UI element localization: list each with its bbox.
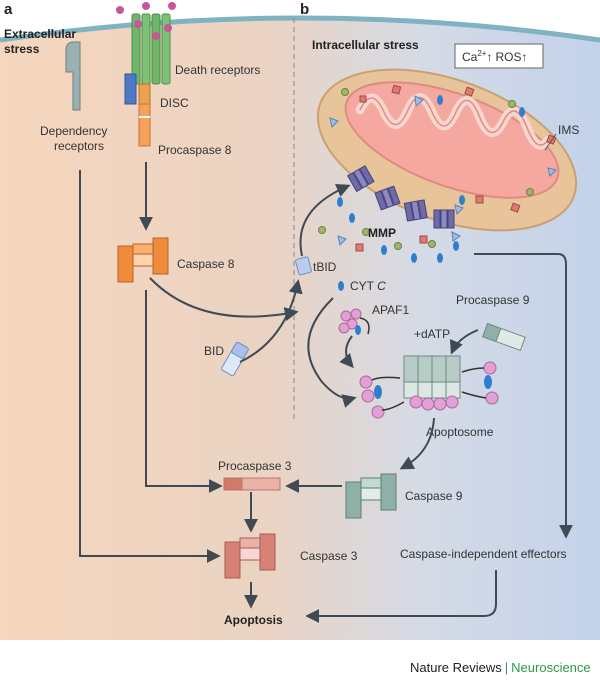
calcium-ros-box [454,43,544,69]
caspase-8-icon [117,237,169,283]
death-receptors-label: Death receptors [175,63,260,77]
panel-b-label: b [300,1,309,18]
calcium-ros-text: Ca2+↑ROS↑ [462,49,527,64]
dependency-receptors-label-2: receptors [54,139,104,153]
caspase-independent-effectors-label: Caspase-independent effectors [400,547,567,561]
procaspase-9-label: Procaspase 9 [456,293,530,307]
death-ligand-dots [116,2,176,40]
intracellular-stress-label: Intracellular stress [312,38,419,52]
apoptosome-label: Apoptosome [426,425,494,439]
ims-pointer-line [544,133,557,151]
procaspase-3-label: Procaspase 3 [218,459,292,473]
apaf1-label: APAF1 [372,303,409,317]
pathway-arrows [79,162,573,623]
dependency-receptor-icon [65,41,81,111]
journal-credit: Nature Reviews|Neuroscience [410,660,591,675]
procaspase-9-icon [482,322,526,352]
apaf1-icon [338,308,370,335]
procaspase-3-icon [223,477,281,491]
apoptosis-label: Apoptosis [224,613,283,627]
dependency-receptors-label: Dependency [40,124,107,138]
caspase-9-label: Caspase 9 [405,489,463,503]
mmp-label: MMP [368,226,396,240]
caspase-3-icon [224,533,276,579]
caspase-9-icon [345,473,397,519]
extracellular-stress-label: Extracellular [4,27,76,41]
ims-particles [329,84,557,215]
panel-a-label: a [4,1,13,18]
disc-complex-icon [124,73,151,105]
procaspase-8-icon [138,103,151,147]
disc-label: DISC [160,96,189,110]
caspase-8-label: Caspase 8 [177,257,235,271]
procaspase-8-label: Procaspase 8 [158,143,232,157]
apoptosome-icon [359,355,499,419]
bid-icon [221,341,249,377]
bid-label: BID [204,344,224,358]
tbid-label: tBID [313,260,337,274]
plasma-membrane [0,15,600,43]
death-receptor-icon [131,13,171,85]
cytc-label: CYT C [350,279,386,293]
caspase-3-label: Caspase 3 [300,549,358,563]
cytochrome-c-icon [338,281,344,291]
released-factors [318,197,461,263]
datp-label: +dATP [414,327,450,341]
ims-label: IMS [558,123,579,137]
extracellular-stress-label-2: stress [4,42,40,56]
mmp-channels [346,165,455,229]
tbid-icon [295,256,312,276]
